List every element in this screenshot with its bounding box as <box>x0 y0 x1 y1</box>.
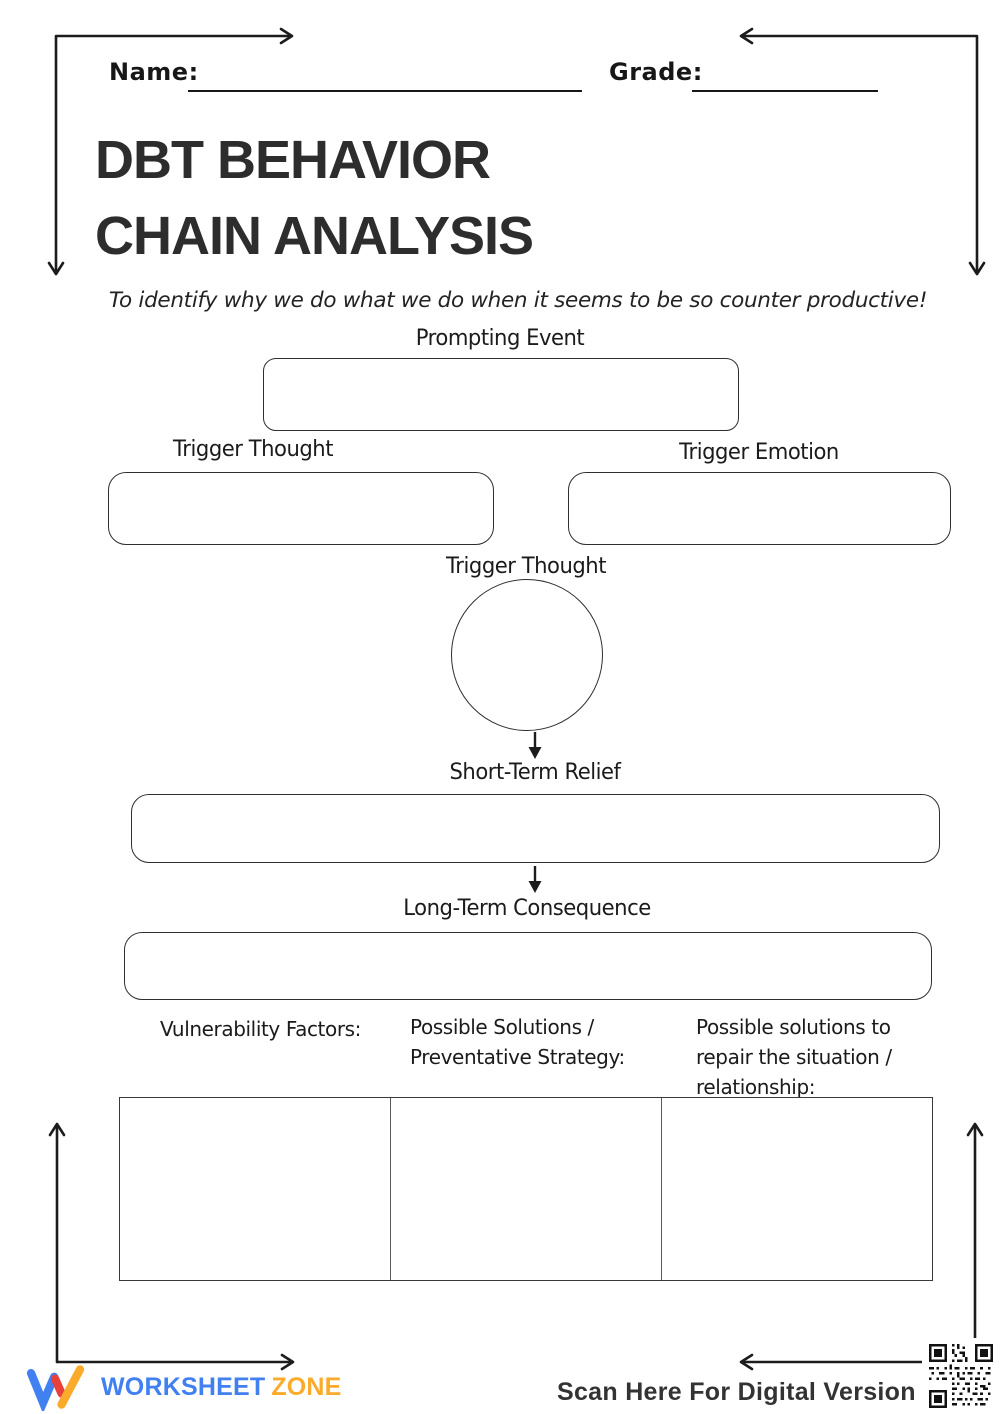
short-term-relief-box[interactable] <box>131 794 940 863</box>
scan-here-text: Scan Here For Digital Version <box>557 1378 916 1406</box>
answers-table <box>119 1097 933 1281</box>
short-term-relief-label: Short-Term Relief <box>449 760 621 785</box>
prompting-event-label: Prompting Event <box>415 326 585 351</box>
grade-input-line[interactable] <box>692 60 878 92</box>
prompting-event-box[interactable] <box>263 358 739 431</box>
vulnerability-factors-cell[interactable] <box>120 1098 390 1280</box>
flow-arrow-down-2 <box>528 866 542 893</box>
trigger-emotion-box[interactable] <box>568 472 951 545</box>
column-header-vulnerability: Vulnerability Factors: <box>160 1017 361 1041</box>
name-label: Name: <box>109 58 199 86</box>
flow-arrow-down-1 <box>528 732 542 759</box>
column-header-solutions: Possible Solutions / Preventative Strate… <box>410 1015 625 1069</box>
qr-code-pattern <box>929 1344 993 1408</box>
brand-zone: ZONE <box>271 1372 342 1401</box>
qr-code-icon <box>922 1338 1000 1414</box>
trigger-thought-circle-label: Trigger Thought <box>445 554 607 579</box>
name-input-line[interactable] <box>188 60 582 92</box>
page-title: DBT BEHAVIOR CHAIN ANALYSIS <box>95 122 534 274</box>
worksheet-zone-logo-icon <box>26 1365 85 1411</box>
page-title-line2: CHAIN ANALYSIS <box>95 206 534 266</box>
grade-label: Grade: <box>609 58 703 86</box>
trigger-thought-box[interactable] <box>108 472 494 545</box>
trigger-emotion-label: Trigger Emotion <box>679 440 839 465</box>
trigger-thought-label: Trigger Thought <box>172 437 334 462</box>
column-header-repair: Possible solutions to repair the situati… <box>696 1015 892 1099</box>
trigger-thought-circle[interactable] <box>451 579 603 731</box>
long-term-consequence-label: Long-Term Consequence <box>403 896 651 921</box>
brand-worksheet: WORKSHEET <box>101 1372 266 1401</box>
page-title-line1: DBT BEHAVIOR <box>95 130 491 190</box>
page-subtitle: To identify why we do what we do when it… <box>108 288 928 313</box>
repair-solutions-cell[interactable] <box>661 1098 932 1280</box>
long-term-consequence-box[interactable] <box>124 932 932 1000</box>
possible-solutions-cell[interactable] <box>390 1098 661 1280</box>
